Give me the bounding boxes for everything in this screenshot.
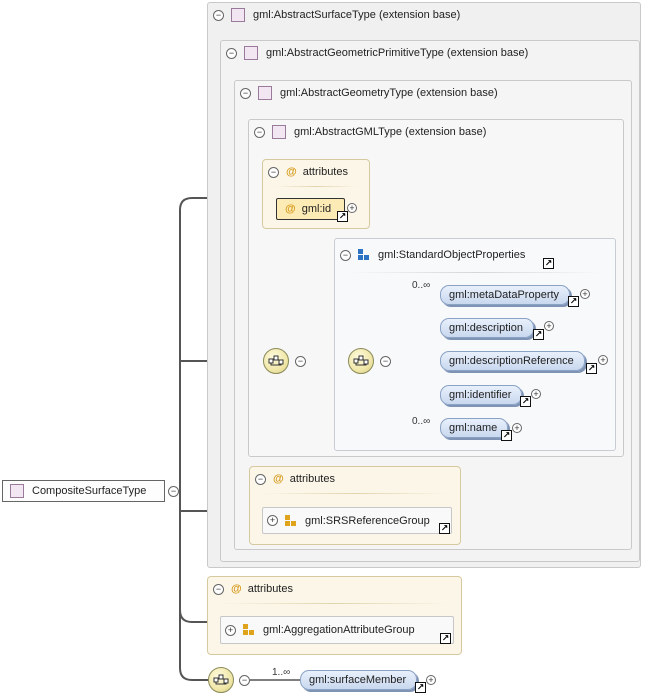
standard-object-properties-group: − gml:StandardObjectProperties	[334, 238, 616, 451]
attributes-header: attributes	[247, 583, 293, 595]
element-meta-data-property[interactable]: gml:metaDataProperty	[440, 285, 571, 305]
sequence-icon[interactable]	[208, 667, 234, 693]
collapse-icon[interactable]: −	[295, 356, 306, 367]
cardinality-label: 1..∞	[272, 667, 291, 678]
collapse-icon[interactable]: −	[226, 47, 237, 59]
type-square-icon	[244, 46, 258, 60]
collapse-icon[interactable]: −	[239, 675, 250, 686]
extension-label: gml:AbstractGMLType (extension base)	[294, 126, 487, 138]
expand-icon[interactable]: +	[225, 624, 236, 636]
collapse-icon[interactable]: −	[254, 126, 265, 138]
link-arrow-icon[interactable]: ↗	[415, 682, 426, 693]
element-description-reference[interactable]: gml:descriptionReference	[440, 351, 585, 371]
expand-icon[interactable]: +	[426, 675, 436, 685]
group-icon	[243, 624, 255, 636]
at-icon: @	[286, 166, 297, 178]
collapse-icon[interactable]: −	[213, 583, 224, 595]
type-square-icon	[10, 484, 24, 498]
cardinality-label: 0..∞	[412, 280, 431, 291]
type-square-icon	[258, 86, 272, 100]
extension-label: gml:AbstractGeometryType (extension base…	[280, 87, 498, 99]
link-arrow-icon[interactable]: ↗	[440, 633, 451, 644]
expand-icon[interactable]: +	[598, 355, 608, 365]
attributes-header: attributes	[302, 166, 348, 178]
collapse-icon[interactable]: −	[380, 356, 391, 367]
collapse-icon[interactable]: −	[340, 249, 351, 261]
link-arrow-icon[interactable]: ↗	[520, 396, 531, 407]
at-icon: @	[273, 473, 284, 485]
expand-icon[interactable]: +	[347, 203, 357, 213]
standard-object-properties-label: gml:StandardObjectProperties	[378, 249, 526, 261]
expand-icon[interactable]: +	[267, 515, 278, 526]
group-icon	[285, 514, 297, 527]
expand-icon[interactable]: +	[531, 389, 541, 399]
at-icon: @	[231, 583, 242, 595]
sequence-icon[interactable]	[348, 348, 374, 374]
root-type-composite-surface[interactable]: CompositeSurfaceType	[2, 480, 165, 502]
collapse-icon[interactable]: −	[255, 473, 266, 485]
attributes-header: attributes	[289, 473, 335, 485]
extension-label: gml:AbstractGeometricPrimitiveType (exte…	[266, 47, 529, 59]
at-icon: @	[285, 203, 296, 215]
gml-id-label: gml:id	[301, 203, 332, 215]
aggregation-attribute-group-label: gml:AggregationAttributeGroup	[263, 624, 415, 636]
aggregation-attribute-group[interactable]: + gml:AggregationAttributeGroup	[220, 616, 454, 644]
cardinality-label: 0..∞	[412, 416, 431, 427]
element-surface-member[interactable]: gml:surfaceMember	[300, 670, 418, 690]
element-label: gml:description	[449, 322, 523, 334]
collapse-icon[interactable]: −	[213, 9, 224, 21]
srs-reference-group[interactable]: + gml:SRSReferenceGroup	[262, 507, 452, 534]
expand-icon[interactable]: +	[544, 321, 554, 331]
sequence-icon[interactable]	[263, 348, 289, 374]
element-label: gml:surfaceMember	[309, 674, 407, 686]
collapse-icon[interactable]: −	[268, 166, 279, 178]
link-arrow-icon[interactable]: ↗	[568, 296, 579, 307]
link-arrow-icon[interactable]: ↗	[501, 430, 512, 441]
element-label: gml:metaDataProperty	[449, 289, 560, 301]
group-icon	[358, 249, 370, 261]
type-square-icon	[272, 125, 286, 139]
element-label: gml:identifier	[449, 389, 512, 401]
gml-id-attribute[interactable]: @ gml:id	[276, 198, 345, 220]
link-arrow-icon[interactable]: ↗	[586, 363, 597, 374]
collapse-icon[interactable]: −	[240, 87, 251, 99]
root-label: CompositeSurfaceType	[32, 485, 147, 497]
collapse-icon[interactable]: −	[168, 486, 179, 497]
element-description[interactable]: gml:description	[440, 318, 534, 338]
element-label: gml:name	[449, 422, 498, 434]
element-name[interactable]: gml:name	[440, 418, 509, 438]
element-identifier[interactable]: gml:identifier	[440, 385, 523, 405]
element-label: gml:descriptionReference	[449, 355, 574, 367]
link-arrow-icon[interactable]: ↗	[543, 258, 554, 269]
link-arrow-icon[interactable]: ↗	[439, 523, 450, 534]
link-arrow-icon[interactable]: ↗	[533, 329, 544, 340]
type-square-icon	[231, 8, 245, 22]
link-arrow-icon[interactable]: ↗	[337, 211, 348, 222]
extension-label: gml:AbstractSurfaceType (extension base)	[253, 9, 461, 21]
expand-icon[interactable]: +	[512, 423, 522, 433]
expand-icon[interactable]: +	[580, 289, 590, 299]
srs-reference-group-label: gml:SRSReferenceGroup	[305, 514, 430, 527]
